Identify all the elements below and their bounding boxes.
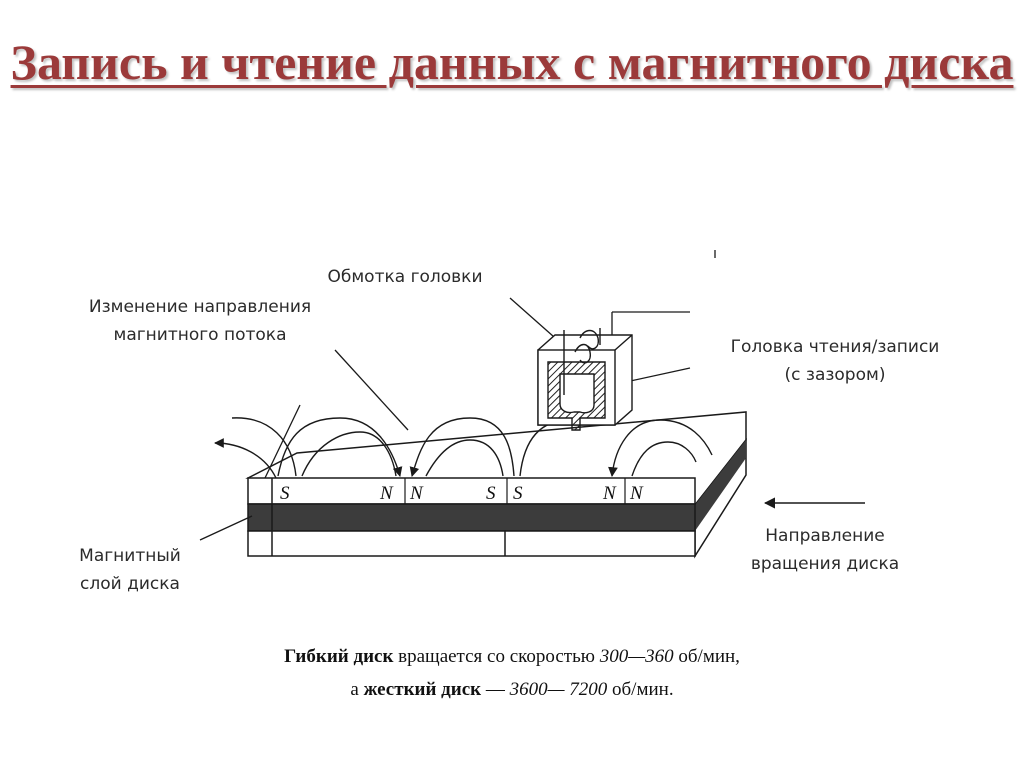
pole-label: S: [513, 483, 523, 504]
caption-unit: об/мин.: [607, 679, 674, 700]
label-rotation-1: Направление: [765, 526, 885, 546]
caption-hard-speed: 3600— 7200: [509, 679, 608, 700]
domain-boundaries: [404, 478, 626, 504]
label-magnetic-layer-1: Магнитный: [79, 546, 181, 566]
disk-slab: [245, 411, 747, 559]
caption-hard-disk: жесткий диск: [363, 679, 482, 700]
read-write-head: [537, 334, 633, 431]
caption-unit: об/мин,: [673, 646, 740, 667]
label-head-2: (с зазором): [784, 365, 886, 385]
pole-label: N: [630, 483, 643, 504]
magnetic-layer: [247, 503, 696, 532]
pole-label: N: [410, 483, 423, 504]
label-head-winding: Обмотка головки: [327, 267, 483, 287]
pole-label: S: [486, 483, 496, 504]
pole-label: N: [603, 483, 616, 504]
pole-label: S: [280, 483, 290, 504]
page-title: Запись и чтение данных с магнитного диск…: [10, 34, 1014, 90]
flux-field-lines: [214, 417, 713, 479]
label-flux-change-1: Изменение направления: [88, 297, 312, 317]
label-rotation-2: вращения диска: [750, 554, 900, 574]
disk-right-dark-edge: [695, 440, 746, 531]
caption-line-1: Гибкий диск вращается со скоростью 300—3…: [0, 643, 1024, 671]
caption-line-2: а жесткий диск — 3600— 7200 об/мин.: [0, 676, 1024, 704]
label-magnetic-layer-2: слой диска: [80, 574, 180, 594]
caption-floppy-speed: 300—360: [599, 646, 674, 667]
head-winding: [563, 328, 601, 395]
caption-floppy-disk: Гибкий диск: [284, 646, 394, 667]
label-head-1: Головка чтения/записи: [730, 337, 940, 357]
head-core-window: [559, 373, 595, 414]
caption-text: вращается со скоростью: [393, 646, 600, 667]
caption-prefix: а: [350, 679, 364, 700]
pole-label: N: [380, 483, 393, 504]
caption-dash: —: [481, 679, 510, 700]
label-flux-change-2: магнитного потока: [113, 325, 287, 345]
